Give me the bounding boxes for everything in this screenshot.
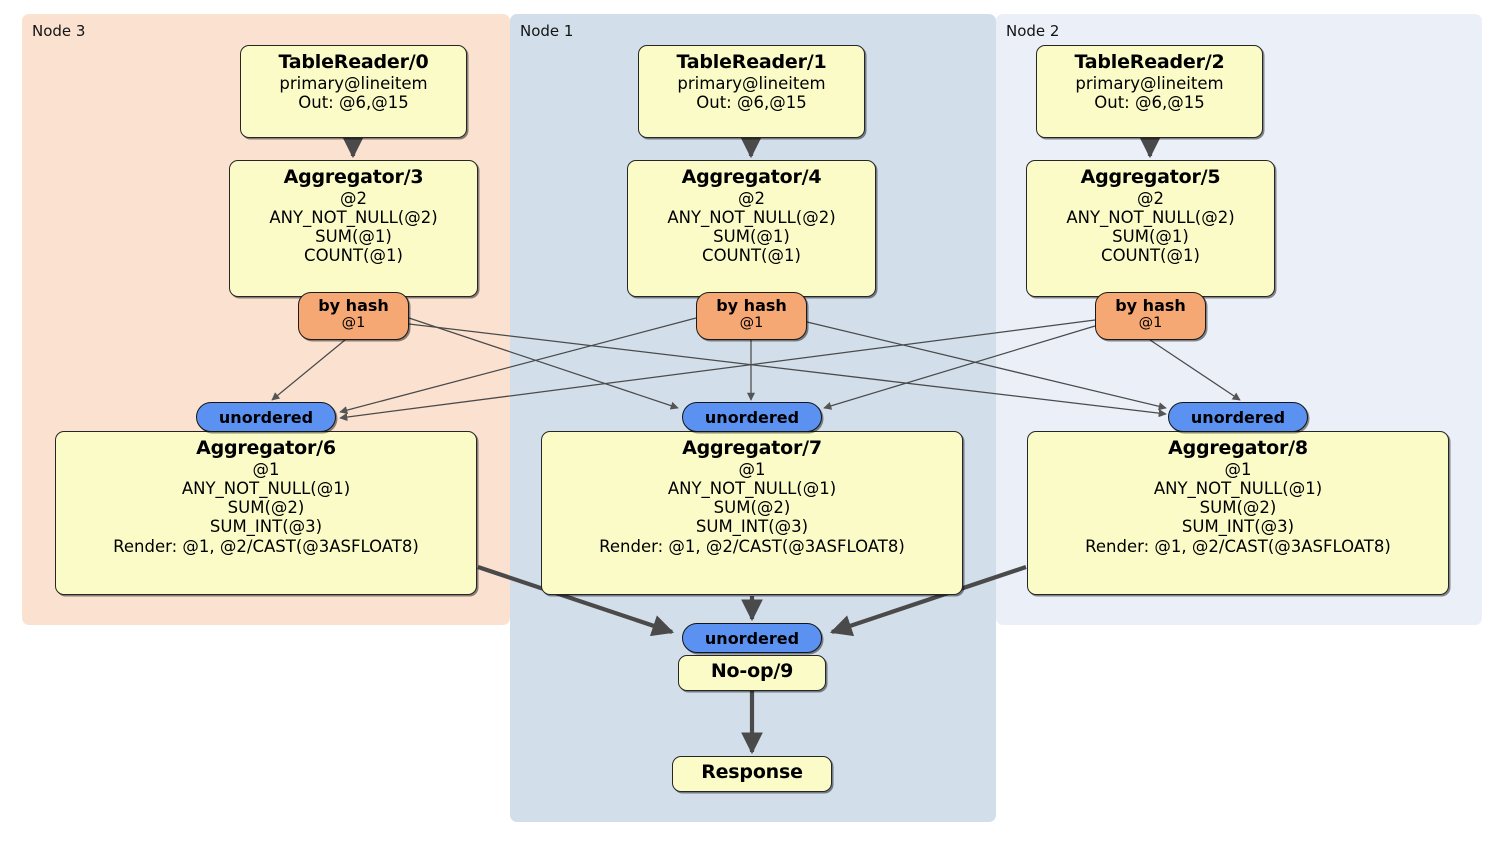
processor-detail-line: @1	[1224, 460, 1252, 480]
processor-title: Aggregator/4	[681, 166, 822, 188]
processor-title: No-op/9	[710, 660, 794, 682]
processor-detail-line: COUNT(@1)	[702, 246, 801, 266]
router-column-label: @1	[739, 315, 764, 332]
processor-detail-line: SUM(@1)	[315, 227, 392, 247]
processor-detail-line: ANY_NOT_NULL(@2)	[269, 208, 438, 228]
processor-title: Aggregator/3	[283, 166, 424, 188]
node-region-label-node3: Node 3	[32, 22, 86, 40]
processor-detail-line: ANY_NOT_NULL(@2)	[667, 208, 836, 228]
node-region-label-node1: Node 1	[520, 22, 574, 40]
processor-detail-line: @2	[738, 189, 765, 209]
processor-title: Aggregator/5	[1080, 166, 1221, 188]
router-type-label: by hash	[1115, 296, 1186, 315]
output-router-byhash4[interactable]: by hash@1	[696, 292, 807, 340]
processor-title: Response	[701, 761, 803, 783]
processor-detail-line: primary@lineitem	[677, 74, 826, 94]
processor-detail-line: SUM(@1)	[1112, 227, 1189, 247]
input-synchronizer-unordered6[interactable]: unordered	[196, 402, 336, 432]
processor-title: TableReader/0	[278, 51, 429, 73]
processor-detail-line: @1	[252, 460, 280, 480]
input-synchronizer-unordered8[interactable]: unordered	[1168, 402, 1308, 432]
router-type-label: by hash	[318, 296, 389, 315]
processor-detail-line: SUM_INT(@3)	[209, 517, 323, 537]
input-synchronizer-unordered9[interactable]: unordered	[682, 623, 822, 653]
processor-detail-line: ANY_NOT_NULL(@2)	[1066, 208, 1235, 228]
processor-detail-line: Render: @1, @2/CAST(@3ASFLOAT8)	[1085, 536, 1391, 556]
processor-detail-line: ANY_NOT_NULL(@1)	[181, 479, 351, 499]
processor-title: TableReader/1	[676, 51, 827, 73]
processor-response[interactable]: Response	[672, 756, 832, 792]
processor-detail-line: @2	[1137, 189, 1164, 209]
processor-detail-line: primary@lineitem	[279, 74, 428, 94]
output-router-byhash3[interactable]: by hash@1	[298, 292, 409, 340]
node-region-label-node2: Node 2	[1006, 22, 1060, 40]
processor-detail-line: SUM(@2)	[1199, 498, 1277, 518]
processor-title: Aggregator/6	[196, 437, 336, 459]
processor-title: TableReader/2	[1074, 51, 1225, 73]
processor-detail-line: SUM_INT(@3)	[695, 517, 809, 537]
processor-detail-line: SUM_INT(@3)	[1181, 517, 1295, 537]
output-router-byhash5[interactable]: by hash@1	[1095, 292, 1206, 340]
processor-noop9[interactable]: No-op/9	[678, 655, 826, 691]
input-synchronizer-unordered7[interactable]: unordered	[682, 402, 822, 432]
processor-detail-line: SUM(@2)	[713, 498, 791, 518]
processor-detail-line: COUNT(@1)	[1101, 246, 1200, 266]
processor-title: Aggregator/7	[682, 437, 822, 459]
processor-detail-line: Out: @6,@15	[298, 93, 409, 113]
processor-detail-line: ANY_NOT_NULL(@1)	[1153, 479, 1323, 499]
router-type-label: by hash	[716, 296, 787, 315]
processor-detail-line: @1	[738, 460, 766, 480]
processor-detail-line: COUNT(@1)	[304, 246, 403, 266]
processor-detail-line: Render: @1, @2/CAST(@3ASFLOAT8)	[113, 536, 419, 556]
router-column-label: @1	[1138, 315, 1163, 332]
router-column-label: @1	[341, 315, 366, 332]
processor-detail-line: ANY_NOT_NULL(@1)	[667, 479, 837, 499]
processor-title: Aggregator/8	[1168, 437, 1308, 459]
processor-detail-line: SUM(@2)	[227, 498, 305, 518]
processor-detail-line: Out: @6,@15	[696, 93, 807, 113]
processor-detail-line: @2	[340, 189, 367, 209]
processor-detail-line: SUM(@1)	[713, 227, 790, 247]
processor-detail-line: Render: @1, @2/CAST(@3ASFLOAT8)	[599, 536, 905, 556]
processor-detail-line: Out: @6,@15	[1094, 93, 1205, 113]
processor-detail-line: primary@lineitem	[1075, 74, 1224, 94]
